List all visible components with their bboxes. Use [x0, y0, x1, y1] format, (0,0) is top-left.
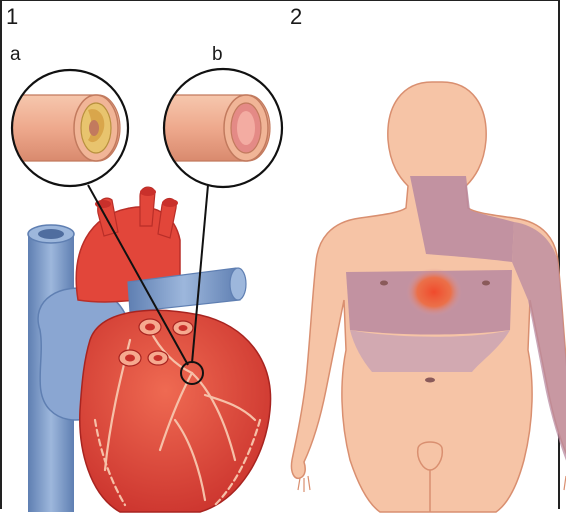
- magnifier-circle-healthy-artery: [150, 69, 282, 187]
- pain-zone-neck-shoulder: [410, 176, 514, 262]
- navel: [425, 378, 435, 383]
- human-body: [291, 82, 566, 512]
- magnifier-circle-plaque-artery: [0, 70, 128, 186]
- chest-pain-focus: [406, 268, 462, 316]
- heart-illustration: [28, 187, 271, 512]
